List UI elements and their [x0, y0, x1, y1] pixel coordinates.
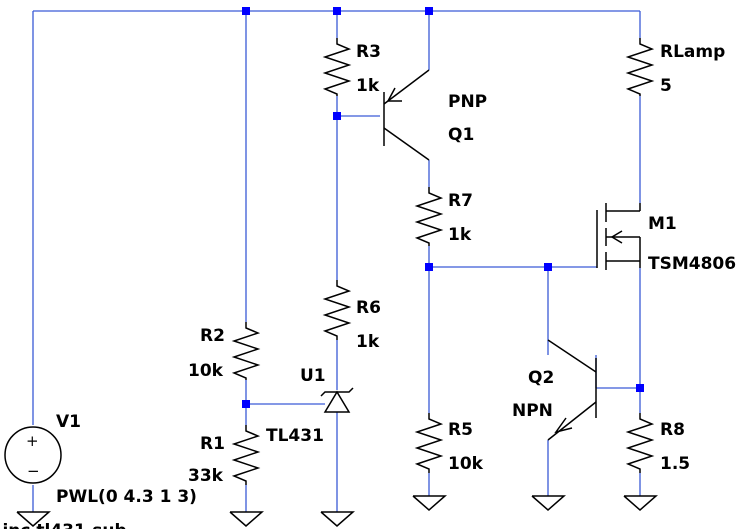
- r1-ref-label: R1: [200, 434, 225, 454]
- r8-ref-label: R8: [660, 420, 685, 440]
- q2-ref-label: Q2: [528, 368, 554, 388]
- r5-value-label: 10k: [448, 454, 484, 474]
- r5-resistor: [414, 413, 444, 473]
- m1-ref-label: M1: [648, 214, 677, 234]
- q2-npn-transistor: [547, 339, 597, 441]
- junction-dots: [242, 7, 644, 408]
- r3-resistor: [322, 38, 352, 96]
- r7-resistor: [414, 187, 444, 246]
- v1-ref-label: V1: [56, 412, 81, 432]
- q1-ref-label: Q1: [448, 125, 474, 145]
- r8-value-label: 1.5: [660, 454, 690, 474]
- r2-ref-label: R2: [200, 326, 225, 346]
- r3-ref-label: R3: [356, 42, 381, 62]
- r1-value-label: 33k: [188, 466, 224, 486]
- rlamp-resistor: [625, 38, 655, 96]
- spice-directive: .inc tl431.sub: [0, 521, 127, 529]
- r6-value-label: 1k: [356, 332, 380, 352]
- svg-text:+: +: [26, 432, 39, 450]
- r2-value-label: 10k: [188, 361, 224, 381]
- m1-model-label: TSM4806: [648, 254, 736, 274]
- m1-mosfet: [596, 203, 641, 270]
- u1-tl431-shunt-regulator: [320, 387, 354, 413]
- q2-model-label: NPN: [512, 401, 553, 421]
- v1-voltage-source: + −: [4, 426, 62, 484]
- r7-ref-label: R7: [448, 191, 473, 211]
- r8-resistor: [625, 413, 655, 473]
- u1-ref-label: U1: [300, 366, 326, 386]
- r5-ref-label: R5: [448, 420, 473, 440]
- r2-resistor: [231, 322, 261, 380]
- r7-value-label: 1k: [448, 225, 472, 245]
- r6-ref-label: R6: [356, 298, 381, 318]
- q1-pnp-transistor: [383, 69, 430, 161]
- wires: [32, 10, 641, 512]
- rlamp-value-label: 5: [660, 76, 672, 96]
- component-labels: R3 1k PNP Q1 RLamp 5 R7 1k M1 TSM4806 R6…: [0, 42, 736, 529]
- ground-symbols: [16, 495, 658, 527]
- r6-resistor: [322, 280, 352, 340]
- q1-model-label: PNP: [448, 92, 487, 112]
- rlamp-ref-label: RLamp: [660, 42, 725, 62]
- svg-text:−: −: [27, 462, 40, 480]
- r1-resistor: [231, 425, 261, 485]
- r3-value-label: 1k: [356, 76, 380, 96]
- v1-value-label: PWL(0 4.3 1 3): [56, 487, 197, 507]
- u1-model-label: TL431: [266, 426, 324, 446]
